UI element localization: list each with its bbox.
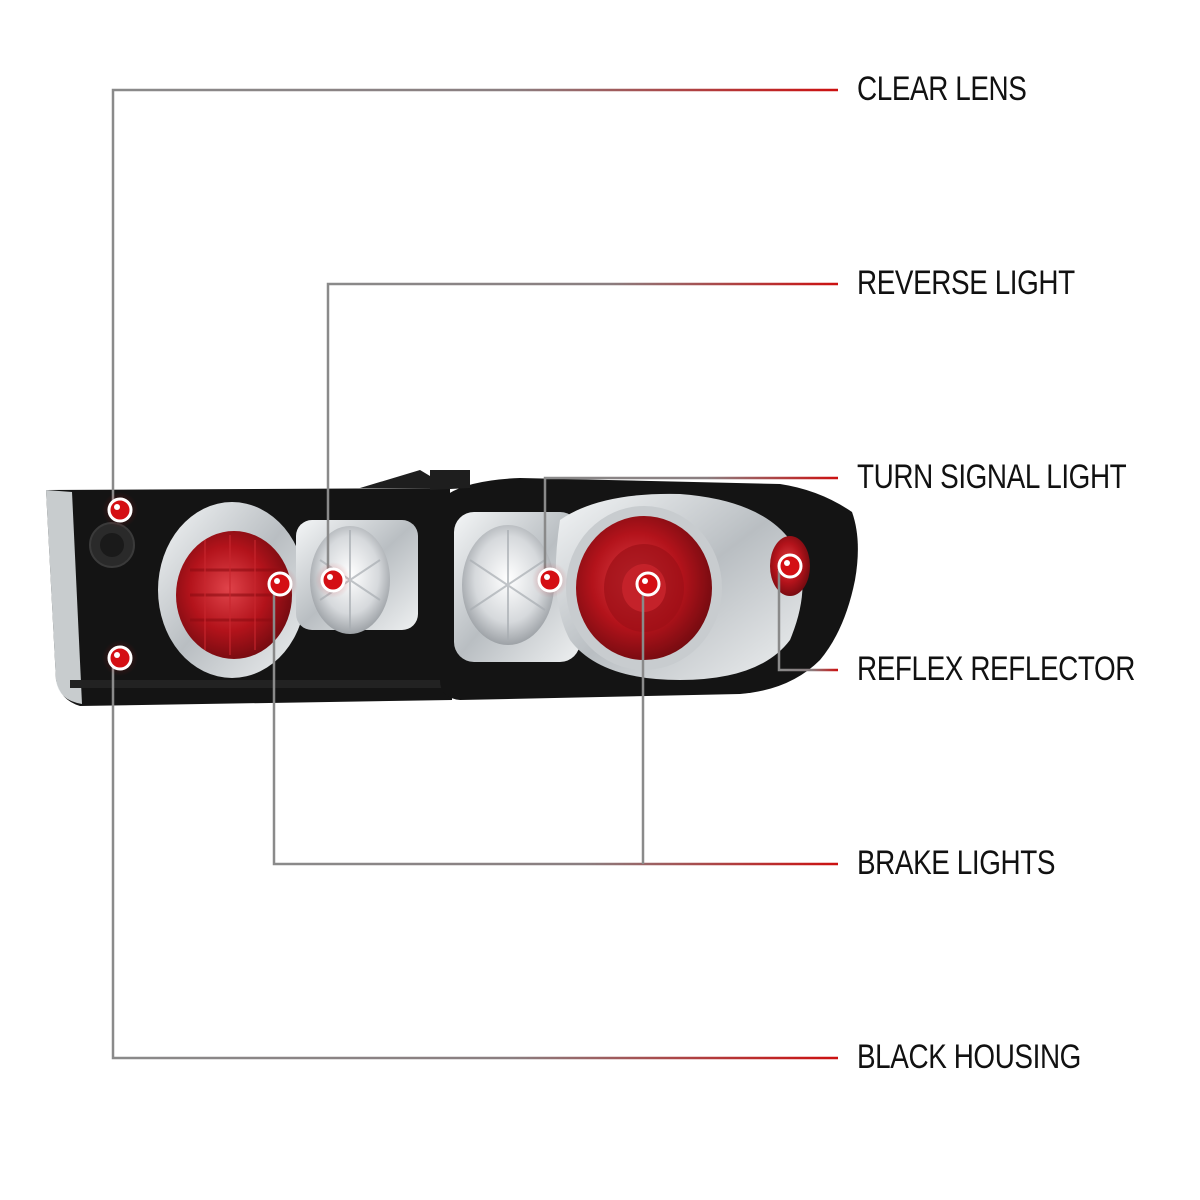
marker-clear-lens (102, 492, 138, 528)
left-lamp-clear-edge (46, 490, 82, 704)
right-lamp-assembly (430, 470, 858, 700)
leader-black-housing (111, 660, 838, 1060)
leader-clear-lens (111, 88, 838, 510)
marker-brake-left (262, 566, 298, 602)
label-black-housing: BLACK HOUSING (857, 1038, 1081, 1076)
label-reverse-light: REVERSE LIGHT (857, 264, 1075, 302)
marker-black-housing (102, 640, 138, 676)
marker-turn-signal (532, 562, 568, 598)
leader-reverse-light (326, 282, 838, 578)
leader-lines (111, 88, 838, 1060)
left-lamp-assembly (46, 470, 452, 706)
label-brake-lights: BRAKE LIGHTS (857, 844, 1056, 882)
label-reflex-reflector: REFLEX REFLECTOR (857, 650, 1135, 688)
marker-reflex-reflector (772, 548, 808, 584)
marker-dots (102, 492, 808, 676)
label-turn-signal-light: TURN SIGNAL LIGHT (857, 458, 1127, 496)
label-clear-lens: CLEAR LENS (857, 70, 1027, 108)
leader-reflex-reflector (777, 570, 838, 672)
marker-brake-right (630, 566, 666, 602)
leader-turn-signal (543, 476, 838, 580)
marker-reverse-light (315, 562, 351, 598)
leader-brake-lights (272, 588, 838, 866)
